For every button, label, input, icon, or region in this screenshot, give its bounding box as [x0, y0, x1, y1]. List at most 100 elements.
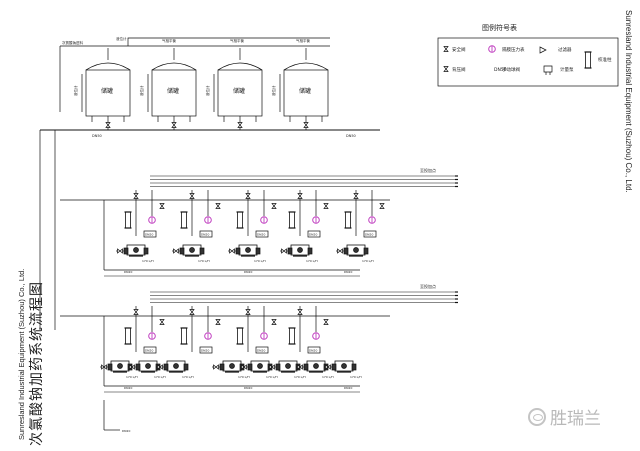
- valve-body: [443, 46, 449, 52]
- dn-tag: [143, 230, 157, 238]
- valve-icon: [245, 309, 251, 315]
- pump-head: [135, 363, 141, 371]
- filter-icon: [539, 46, 547, 54]
- dn-tag: [143, 346, 157, 354]
- valve-body: [337, 248, 343, 254]
- metering-pump-icon: [107, 360, 133, 373]
- tank-side-label: 液位计: [139, 85, 144, 96]
- valve-body: [325, 364, 331, 370]
- column-tube: [345, 211, 351, 229]
- pump-head: [179, 247, 185, 255]
- legend-valve-code: DN50: [494, 67, 507, 73]
- pump-head: [107, 363, 113, 371]
- valve-body: [157, 364, 163, 370]
- pump-head: [331, 363, 337, 371]
- valve-icon: [189, 193, 195, 199]
- valve-icon: [337, 248, 343, 254]
- valve-body: [323, 203, 329, 209]
- pump-dial: [173, 363, 179, 369]
- tank-side-label: 液位计: [271, 85, 276, 96]
- pump-dial: [133, 247, 139, 253]
- pump-flow-label: 170 L/H: [238, 375, 250, 379]
- diaphragm-damper-icon: [260, 332, 268, 340]
- metering-pump-icon: [331, 360, 357, 373]
- valve-body: [379, 203, 385, 209]
- valve-icon: [241, 364, 247, 370]
- tank-top: [85, 62, 131, 71]
- column-tube: [125, 327, 131, 345]
- valve-icon: [297, 309, 303, 315]
- valve-icon: [105, 122, 111, 128]
- pump-dial: [285, 363, 291, 369]
- pump-flow-label: 170 L/H: [154, 375, 166, 379]
- valve-body: [159, 203, 165, 209]
- valve-body: [159, 319, 165, 325]
- pump-motor: [183, 363, 189, 371]
- valve-icon: [133, 309, 139, 315]
- header-label: DN50: [346, 134, 356, 138]
- pump-head: [163, 363, 169, 371]
- valve-icon: [269, 364, 275, 370]
- legend-label-flowmeter: 计量泵: [560, 66, 574, 73]
- metering-pump-icon: [219, 360, 245, 373]
- pump-flow-label: 170 L/H: [126, 375, 138, 379]
- valve-body: [281, 248, 287, 254]
- flowmeter-icon: [543, 65, 553, 75]
- valve-icon: [171, 122, 177, 128]
- dn-tag: [307, 346, 321, 354]
- pump-head: [219, 363, 225, 371]
- calibration-column-icon: [288, 211, 296, 229]
- manifold-label: DN20: [244, 270, 252, 274]
- pump-dial: [145, 363, 151, 369]
- pump-motor: [351, 363, 357, 371]
- valve-icon: [189, 309, 195, 315]
- valve-icon: [157, 364, 163, 370]
- metering-pump-icon: [303, 360, 329, 373]
- manifold-label: DN20: [244, 386, 252, 390]
- valve-body: [443, 66, 449, 72]
- dn-tag: [255, 346, 269, 354]
- dn-tag-label: DN20: [309, 233, 317, 237]
- side-title-cn: 次氯酸钠加药系统流程图: [29, 281, 45, 446]
- valve-icon: [303, 122, 309, 128]
- valve-body: [215, 319, 221, 325]
- valve-body: [297, 193, 303, 199]
- valve-body: [129, 364, 135, 370]
- valve-icon: [237, 122, 243, 128]
- outlet-label: 至投加点: [420, 283, 436, 289]
- valve-body: [241, 364, 247, 370]
- pump-flow-label: 170 L/H: [350, 375, 362, 379]
- dn-tag-label: DN20: [257, 233, 265, 237]
- dn-tag-label: DN20: [145, 233, 153, 237]
- valve-icon: [323, 203, 329, 209]
- diaphragm-damper-icon: [148, 216, 156, 224]
- metering-pump-icon: [275, 360, 301, 373]
- diaphragm-damper-icon: [488, 45, 496, 53]
- valve-body: [171, 122, 177, 128]
- tank-top: [151, 62, 197, 71]
- legend-label-back-pressure-valve: 背压阀: [452, 66, 466, 73]
- valve-icon: [325, 364, 331, 370]
- valve-icon: [159, 203, 165, 209]
- pump-motor: [199, 247, 205, 255]
- pump-dial: [245, 247, 251, 253]
- pump-dial: [189, 247, 195, 253]
- valve-body: [101, 364, 107, 370]
- valve-icon: [443, 66, 449, 72]
- pump-dial: [297, 247, 303, 253]
- tank-label: 储罐: [167, 87, 179, 95]
- pump-flow-label: 170 L/H: [322, 375, 334, 379]
- manifold-label: DN20: [124, 270, 132, 274]
- tank-top: [217, 62, 263, 71]
- diaphragm-damper-icon: [204, 216, 212, 224]
- dn-tag: [255, 230, 269, 238]
- pump-dial: [341, 363, 347, 369]
- column-tube: [585, 51, 591, 69]
- dn-tag-label: DN20: [257, 349, 265, 353]
- pump-head: [343, 247, 349, 255]
- valve-body: [353, 193, 359, 199]
- diaphragm-damper-icon: [312, 332, 320, 340]
- valve-body: [237, 122, 243, 128]
- legend-label-safety-valve: 安全阀: [452, 46, 466, 53]
